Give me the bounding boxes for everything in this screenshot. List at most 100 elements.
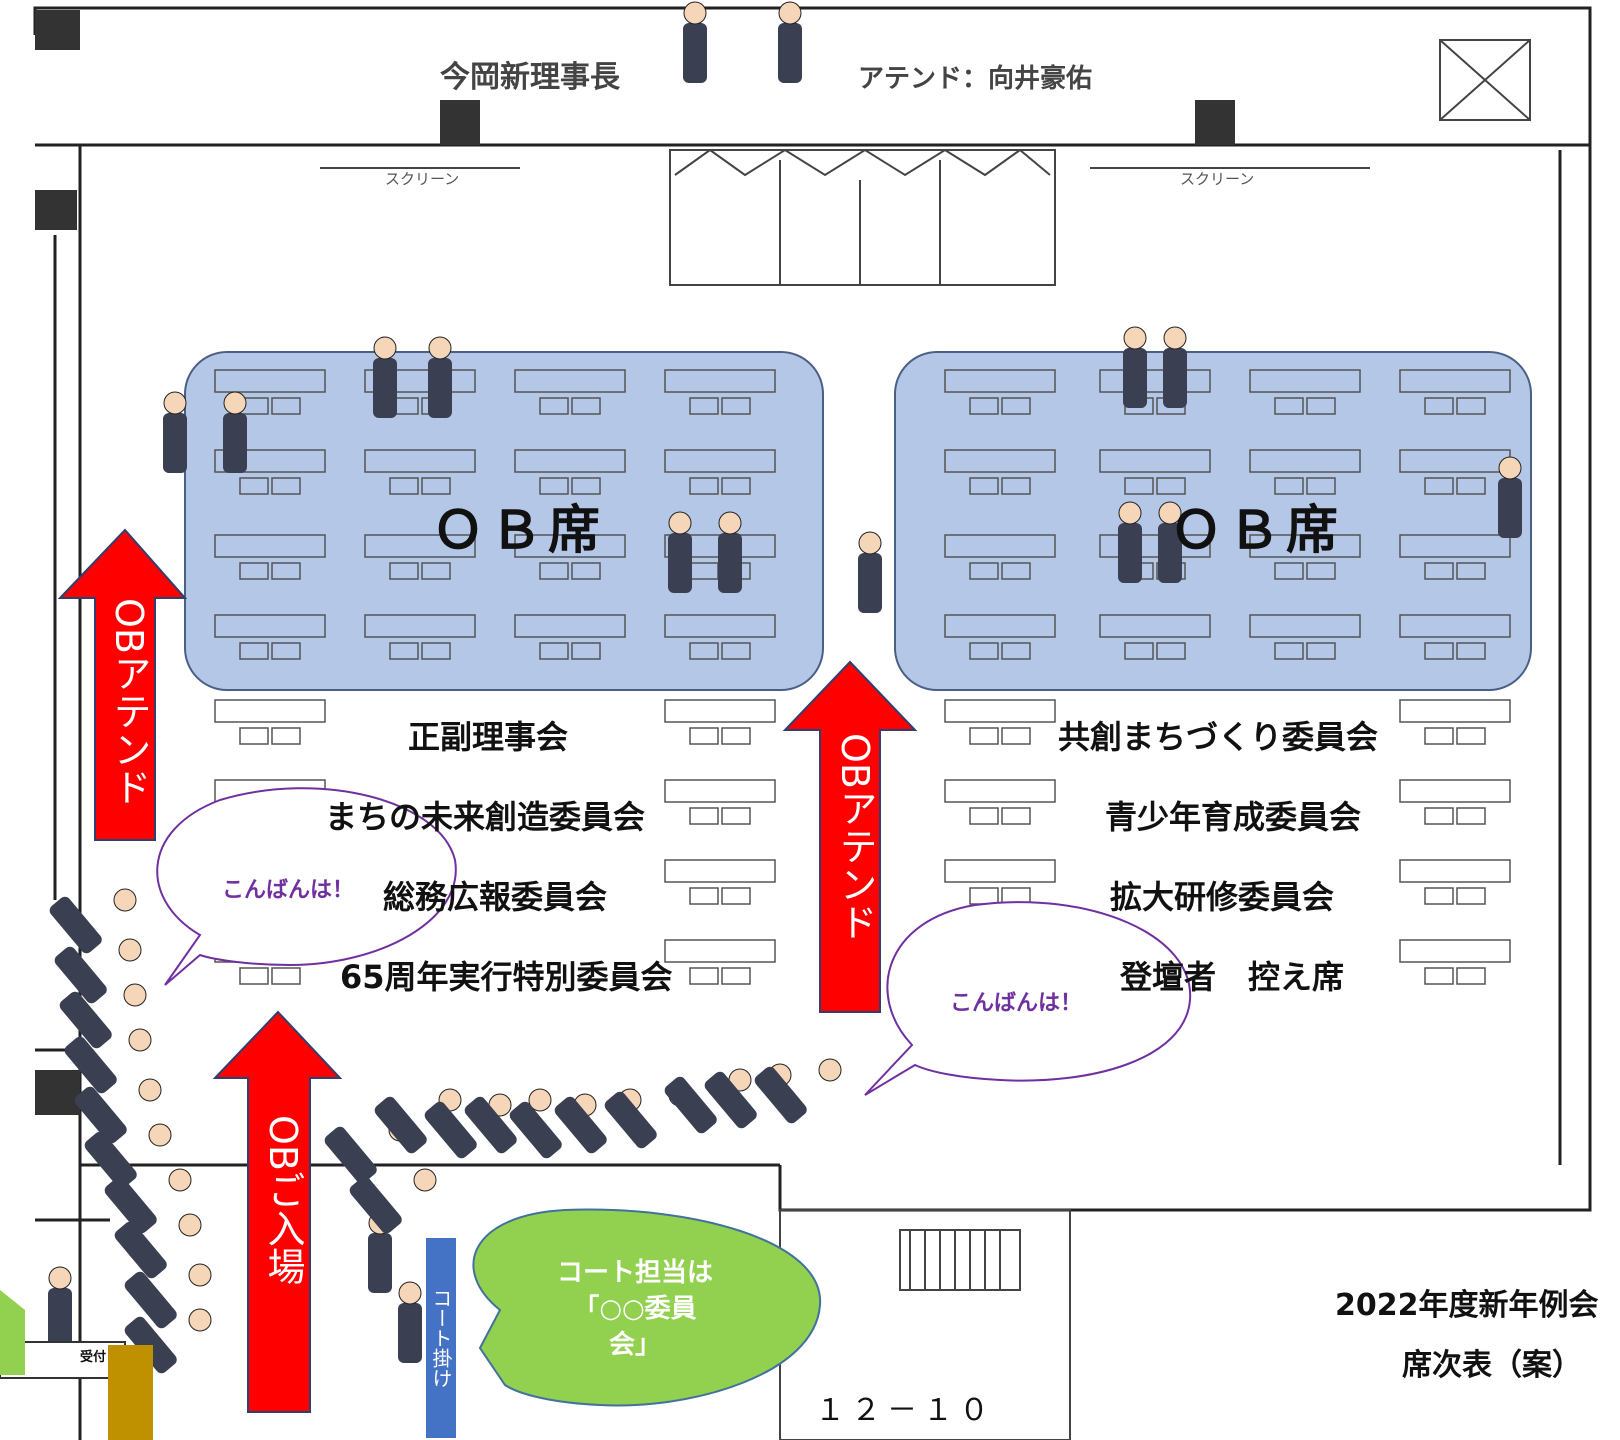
banquet-table [664,859,776,905]
ob-area-left [184,351,824,691]
person-figure [49,888,137,954]
green-speech-bubble [472,1208,822,1407]
person-figure [778,1,802,83]
banquet-table [944,369,1056,415]
ob-seat-right-label: ＯＢ席 [1170,501,1345,561]
banquet-table [214,449,326,495]
speech-bubble-right [864,901,1192,1096]
title-line2: 席次表（案） [1402,1348,1582,1383]
banquet-table [1399,939,1511,985]
banquet-table [1249,534,1361,580]
arrow-center-label: OBアテンド [833,733,877,941]
speech-bubble-left [156,787,457,986]
tables [214,369,1511,985]
banquet-table [1399,369,1511,415]
banquet-table [1399,699,1511,745]
banquet-table [1249,449,1361,495]
person-figure [84,1123,172,1189]
ob-seat-left-label: ＯＢ席 [432,501,607,561]
person-figure [163,391,187,473]
person-figure [683,1,707,83]
arrow-left-label: OBアテンド [107,598,151,806]
people [48,1,1522,1374]
reception-label: 受付 [80,1350,107,1365]
person-figure [48,1266,72,1348]
banquet-table [664,939,776,985]
reception-bubble [0,1290,25,1375]
banquet-table [364,449,476,495]
chairman-label: 今岡新理事長 [440,60,620,95]
ob-area-right [894,351,1532,691]
banquet-table [1399,534,1511,580]
person-figure [124,1263,212,1329]
banquet-table [1399,614,1511,660]
banquet-table [514,614,626,660]
person-figure [1163,326,1187,408]
person-figure [349,1168,437,1234]
banquet-table [364,534,476,580]
banquet-table [664,449,776,495]
pillars [35,10,1235,1115]
person-figure [398,1281,422,1363]
page-number: １２－１０ [815,1393,995,1428]
screen-left-label: スクリーン [385,170,460,188]
banquet-table [664,614,776,660]
banquet-table [1399,779,1511,825]
greeting-right-text: こんばんは！ [950,991,1083,1016]
person-figure [858,531,882,613]
arrow-ob-entrance [212,1010,343,1413]
person-figure [1118,501,1142,583]
screen-right-label: スクリーン [1180,170,1255,188]
stage [669,148,1056,286]
person-figure [59,983,147,1049]
banquet-table [944,859,1056,905]
banquet-table [664,779,776,825]
coat-bubble-line1: コート担当は [556,1258,713,1288]
attend-label: アテンド：向井豪佑 [858,64,1093,94]
banquet-table [214,534,326,580]
person-figure [64,1028,152,1094]
banquet-table [214,614,326,660]
person-figure [74,1078,162,1144]
person-figure [718,511,742,593]
title-line1: 2022年度新年例会 [1335,1288,1599,1323]
committee-left-4: 65周年実行特別委員会 [340,958,673,996]
person-figure [464,1088,552,1154]
banquet-table [514,369,626,415]
person-figure [668,511,692,593]
person-figure [1123,326,1147,408]
banquet-table [1249,614,1361,660]
banquet-table [664,699,776,745]
banquet-table [944,699,1056,745]
person-figure [373,336,397,418]
greeting-left-text: こんばんは！ [222,878,355,903]
person-figure [754,1058,842,1124]
banquet-table [364,614,476,660]
committee-right-3: 拡大研修委員会 [1110,878,1335,916]
person-figure [428,336,452,418]
corner-box [1439,39,1531,121]
person-figure [104,1168,192,1234]
person-figure [114,1213,202,1279]
person-figure [1158,501,1182,583]
coat-rack: コート掛け [426,1238,456,1438]
coat-bubble-text: コート担当は 「○○委員 会」 [535,1255,735,1363]
banquet-table [1249,369,1361,415]
committee-left-1: 正副理事会 [408,718,569,756]
banquet-table [214,699,326,745]
person-figure [424,1093,512,1159]
committee-right-4: 登壇者 控え席 [1120,958,1345,996]
committee-right-1: 共創まちづくり委員会 [1058,718,1379,756]
committee-left-2: まちの未来創造委員会 [325,798,646,836]
arrow-ob-attend-center [782,660,918,1013]
committee-right-2: 青少年育成委員会 [1105,798,1362,836]
banquet-table [1399,859,1511,905]
person-figure [1498,456,1522,538]
walls [33,6,1592,1440]
coat-bubble-line3: 会」 [608,1330,661,1360]
banquet-table [944,614,1056,660]
banquet-table [1099,614,1211,660]
banquet-table [944,779,1056,825]
banquet-table [944,449,1056,495]
